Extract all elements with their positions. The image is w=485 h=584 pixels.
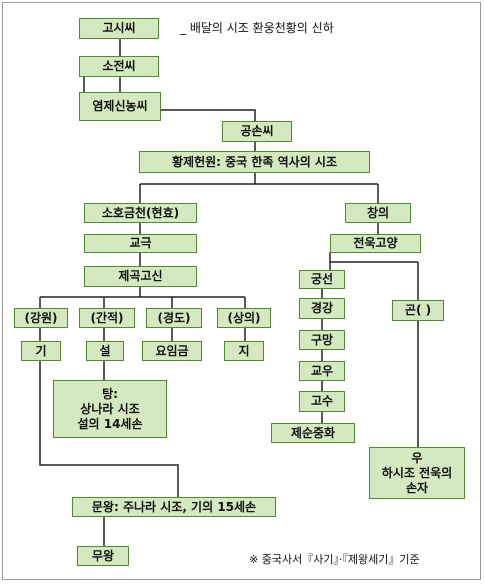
caption-text: _ 배달의 시조 환웅천황의 신하 bbox=[180, 21, 334, 35]
node-ji: 지 bbox=[224, 341, 264, 361]
node-yeomje: 염제신농씨 bbox=[79, 92, 161, 121]
node-gongson: 공손씨 bbox=[222, 121, 292, 142]
node-jeonuk: 전욱고양 bbox=[330, 234, 421, 253]
node-gosi: 고시씨 bbox=[79, 18, 159, 39]
node-munwang: 문왕: 주나라 시조, 기의 15세손 bbox=[72, 497, 276, 517]
node-yoimgeum: 요임금 bbox=[142, 341, 202, 361]
node-gosu: 고수 bbox=[299, 391, 345, 412]
node-gi: 기 bbox=[21, 341, 61, 361]
node-ganjeok: (간적) bbox=[79, 308, 135, 328]
node-gangwon: (강원) bbox=[14, 308, 68, 328]
node-jesunjunghwa: 제순중화 bbox=[271, 423, 355, 443]
node-gyeonggang: 경강 bbox=[299, 298, 345, 319]
footnote-text: ※ 중국사서『사기』·『제왕세기』기준 bbox=[249, 553, 420, 566]
node-changui: 창의 bbox=[345, 203, 411, 223]
node-jegok: 제곡고신 bbox=[84, 266, 197, 287]
node-sohogeumcheon: 소호금천(현효) bbox=[84, 203, 197, 223]
node-u: 우 하시조 전욱의 손자 bbox=[369, 447, 465, 499]
node-gungseon: 궁선 bbox=[299, 270, 345, 289]
node-gyogeuk: 교극 bbox=[84, 234, 197, 253]
node-sangui: (상의) bbox=[217, 308, 271, 328]
diagram-frame bbox=[2, 2, 481, 580]
node-sojeon: 소전씨 bbox=[79, 56, 159, 77]
node-tang: 탕: 상나라 시조 설의 14세손 bbox=[53, 380, 167, 438]
node-gumang: 구망 bbox=[299, 330, 345, 350]
node-gon: 곤( ) bbox=[392, 300, 444, 321]
node-hwangje: 황제헌원: 중국 한족 역사의 시조 bbox=[139, 151, 370, 173]
node-seol: 설 bbox=[86, 341, 124, 361]
node-gyou: 교우 bbox=[299, 361, 345, 381]
node-muwang: 무왕 bbox=[77, 546, 129, 566]
node-gyeongdo: (경도) bbox=[146, 308, 202, 328]
